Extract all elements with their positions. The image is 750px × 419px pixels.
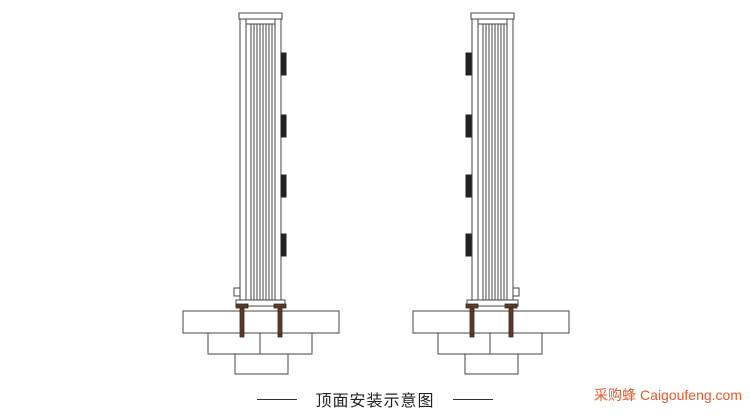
caption-rule-right <box>452 398 493 400</box>
left-bolt-a-shaft <box>239 307 245 338</box>
left-brick-bottom <box>234 353 289 375</box>
left-bolt-b-head <box>273 303 287 309</box>
left-base-bricks <box>182 310 340 375</box>
right-sensor-2 <box>465 114 472 138</box>
left-sensor-2 <box>280 114 287 138</box>
left-column-foot <box>235 299 286 307</box>
watermark-site: Caigoufeng.com <box>640 387 742 403</box>
left-side-clip <box>233 287 241 297</box>
left-column <box>233 12 286 307</box>
left-sensor-3 <box>280 174 287 198</box>
watermark-brand: 采购蜂 <box>594 387 637 403</box>
left-bolt-b-shaft <box>277 307 283 338</box>
diagram-caption: 顶面安装示意图 <box>0 384 750 414</box>
left-anchor-bolts <box>235 303 287 338</box>
right-sensor-4 <box>465 233 472 257</box>
left-brick-top <box>182 310 340 334</box>
right-brick-middle-a <box>437 332 491 355</box>
right-brick-top <box>412 310 570 334</box>
left-sensor-4 <box>280 233 287 257</box>
right-side-clip <box>512 287 520 297</box>
left-bolt-a-head <box>235 303 249 309</box>
caption-rule-left <box>257 398 298 400</box>
left-column-assembly <box>182 12 340 375</box>
right-bolt-b-head <box>504 303 518 309</box>
right-anchor-bolts <box>465 303 518 338</box>
right-column-cap <box>470 12 515 20</box>
right-base-bricks <box>412 310 570 375</box>
left-brick-middle-a <box>207 332 261 355</box>
right-bolt-a-head <box>465 303 479 309</box>
right-sensor-3 <box>465 174 472 198</box>
right-bolt-a-shaft <box>469 307 475 338</box>
right-bolt-b-shaft <box>508 307 514 338</box>
right-column <box>466 12 520 307</box>
right-sensor-1 <box>465 52 472 76</box>
right-column-assembly <box>412 12 570 375</box>
left-column-sensors <box>280 52 287 257</box>
caption-text: 顶面安装示意图 <box>315 391 435 410</box>
right-brick-bottom <box>464 353 519 375</box>
right-column-foot <box>466 299 519 307</box>
right-column-sensors <box>465 52 472 257</box>
left-sensor-1 <box>280 52 287 76</box>
left-brick-middle-b <box>259 332 313 355</box>
right-brick-middle-b <box>489 332 543 355</box>
left-column-cap <box>238 12 283 20</box>
